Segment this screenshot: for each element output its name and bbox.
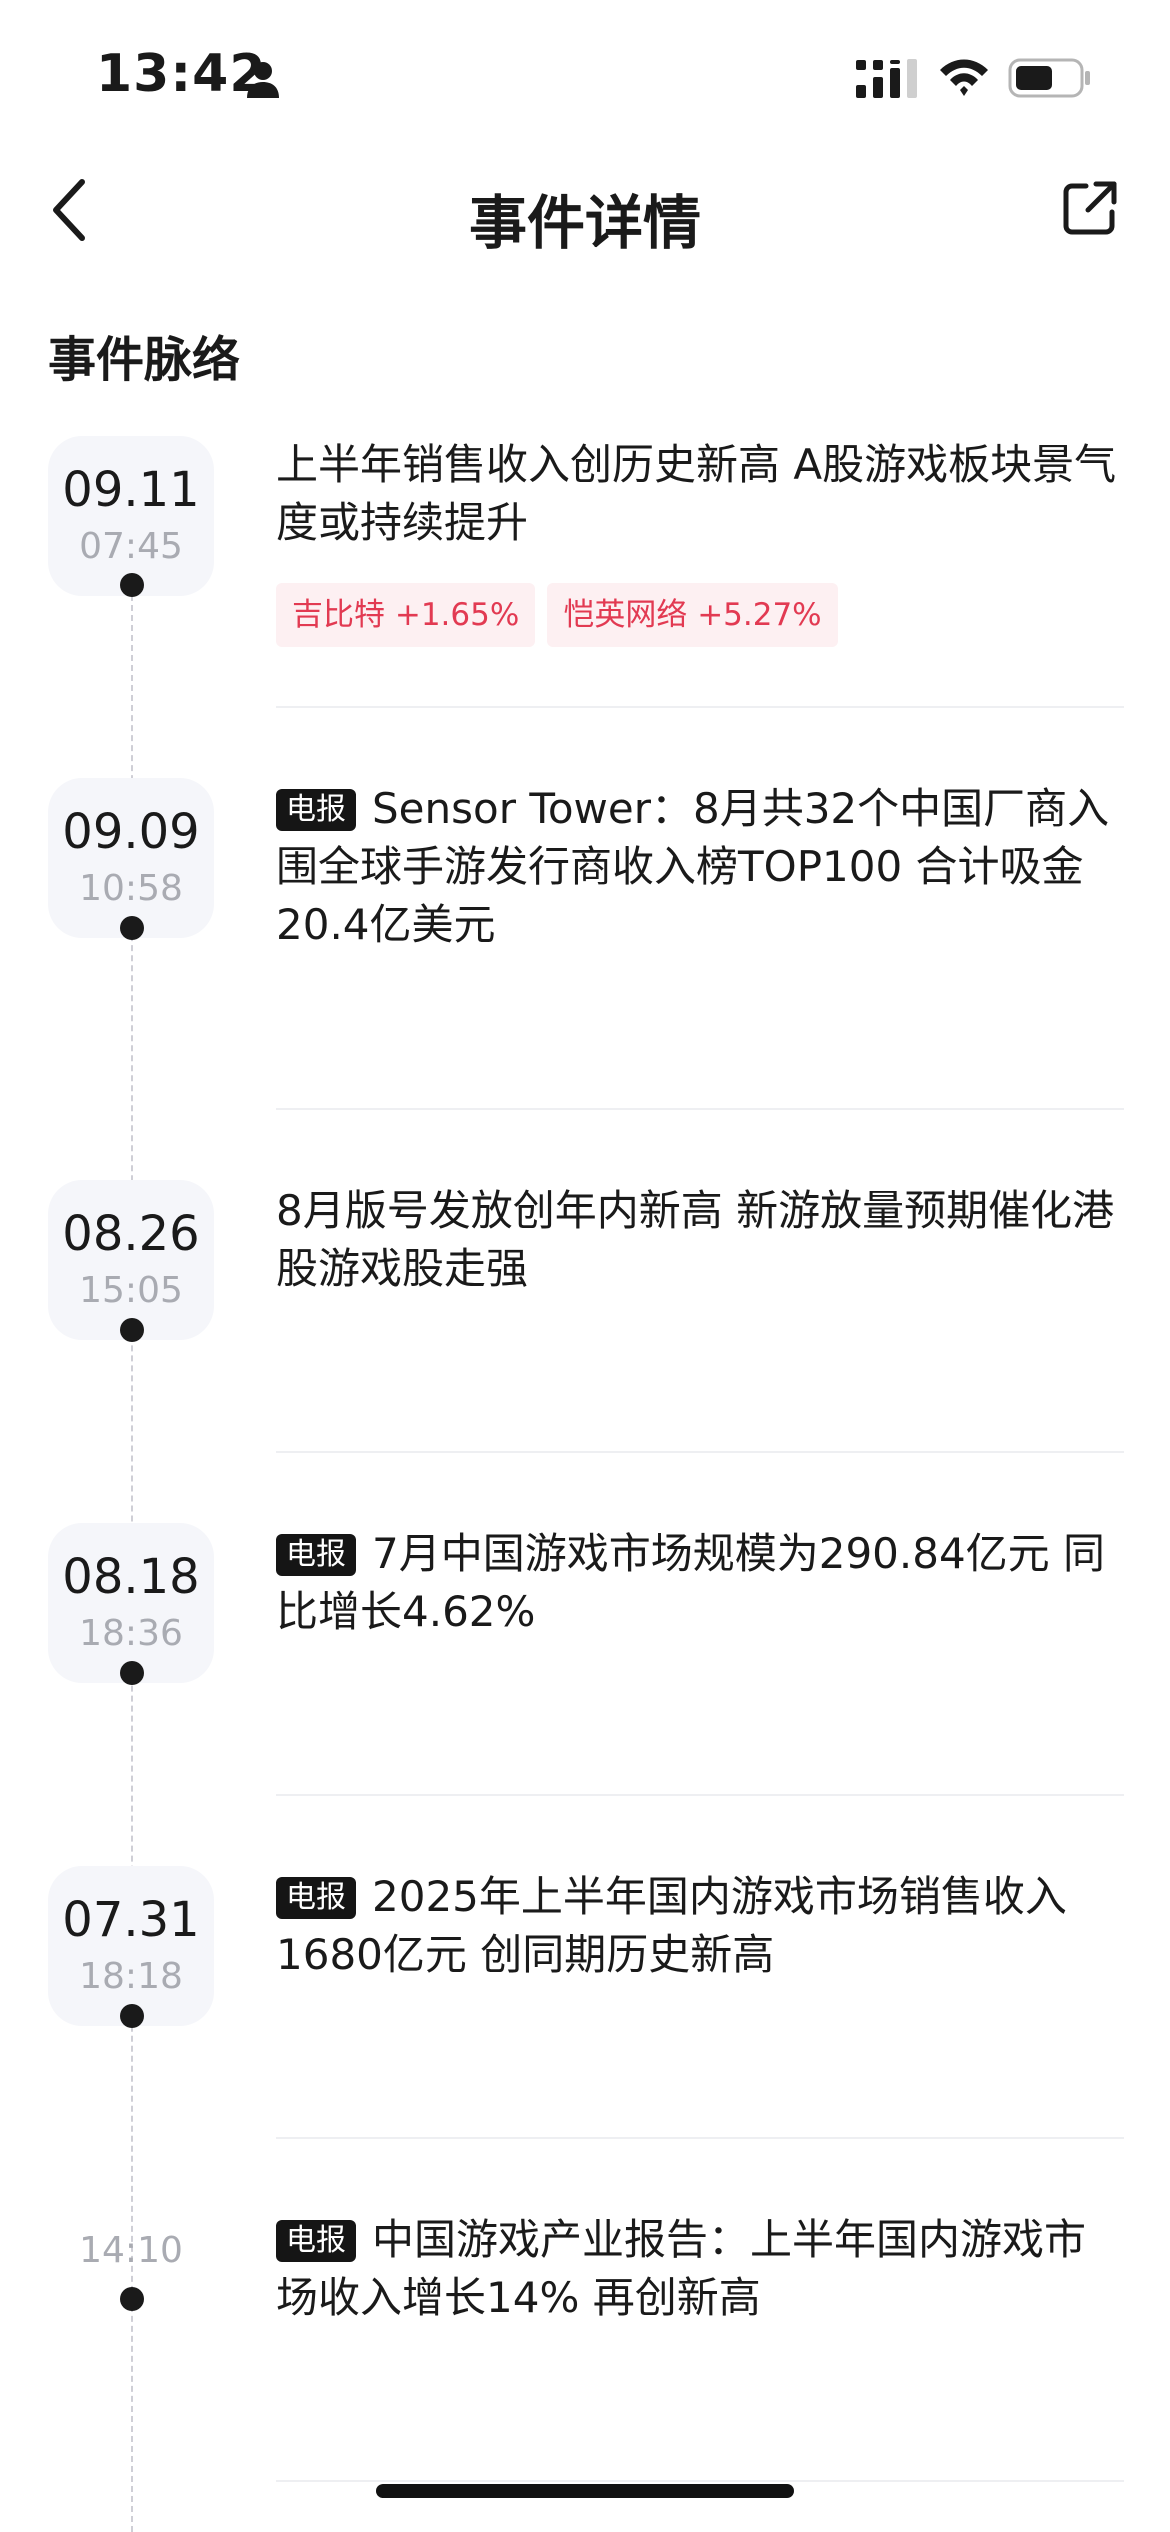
event-text: 7月中国游戏市场规模为290.84亿元 同比增长4.62% bbox=[276, 1529, 1106, 1636]
event-date: 07.31 bbox=[62, 1892, 200, 1948]
date-card: 08.26 15:05 bbox=[48, 1180, 214, 1340]
stock-tag[interactable]: 吉比特 +1.65% bbox=[276, 583, 536, 647]
status-time: 13:42 bbox=[96, 44, 267, 104]
stock-tags: 吉比特 +1.65% 恺英网络 +5.27% bbox=[276, 583, 838, 647]
telegraph-badge: 电报 bbox=[276, 1877, 356, 1919]
date-card: 09.11 07:45 bbox=[48, 436, 214, 596]
telegraph-badge: 电报 bbox=[276, 789, 356, 831]
divider bbox=[276, 1108, 1124, 1110]
date-card: 09.09 10:58 bbox=[48, 778, 214, 938]
divider bbox=[276, 1451, 1124, 1453]
home-indicator[interactable] bbox=[376, 2484, 794, 2498]
event-text: 中国游戏产业报告：上半年国内游戏市场收入增长14% 再创新高 bbox=[276, 2215, 1087, 2322]
nav-bar: 事件详情 bbox=[0, 150, 1170, 270]
event-time: 07:45 bbox=[79, 526, 183, 567]
timeline-dot bbox=[120, 573, 144, 597]
signal-icon bbox=[856, 59, 917, 98]
page-title: 事件详情 bbox=[468, 189, 701, 257]
stock-name: 吉比特 bbox=[292, 597, 385, 633]
back-chevron-icon[interactable] bbox=[48, 176, 90, 244]
divider bbox=[276, 2480, 1124, 2482]
share-icon[interactable] bbox=[1060, 178, 1120, 238]
event-headline[interactable]: 8月版号发放创年内新高 新游放量预期催化港股游戏股走强 bbox=[276, 1182, 1126, 1298]
event-date: 08.26 bbox=[62, 1206, 200, 1262]
divider bbox=[276, 1794, 1124, 1796]
telegraph-badge: 电报 bbox=[276, 1534, 356, 1576]
event-text: 2025年上半年国内游戏市场销售收入1680亿元 创同期历史新高 bbox=[276, 1872, 1067, 1979]
section-title: 事件脉络 bbox=[48, 332, 241, 388]
event-text: Sensor Tower：8月共32个中国厂商入围全球手游发行商收入榜TOP10… bbox=[276, 784, 1110, 949]
event-headline[interactable]: 上半年销售收入创历史新高 A股游戏板块景气度或持续提升 bbox=[276, 436, 1126, 552]
event-time: 18:18 bbox=[79, 1956, 183, 1997]
status-bar: 13:42 bbox=[0, 0, 1170, 150]
divider bbox=[276, 2137, 1124, 2139]
timeline-dot bbox=[120, 1318, 144, 1342]
stock-change: +5.27% bbox=[697, 597, 822, 633]
event-text: 8月版号发放创年内新高 新游放量预期催化港股游戏股走强 bbox=[276, 1186, 1115, 1293]
stock-tag[interactable]: 恺英网络 +5.27% bbox=[547, 583, 838, 647]
timeline-dot bbox=[120, 916, 144, 940]
date-card: 07.31 18:18 bbox=[48, 1866, 214, 2026]
stock-change: +1.65% bbox=[394, 597, 520, 633]
event-time: 15:05 bbox=[79, 1270, 183, 1311]
divider bbox=[276, 706, 1124, 708]
event-time: 10:58 bbox=[79, 868, 183, 909]
event-date: 09.11 bbox=[62, 462, 200, 518]
date-card: 08.18 18:36 bbox=[48, 1523, 214, 1683]
person-icon bbox=[247, 62, 279, 98]
timeline-dot bbox=[120, 1661, 144, 1685]
event-text: 上半年销售收入创历史新高 A股游戏板块景气度或持续提升 bbox=[276, 440, 1117, 547]
event-time: 14:10 bbox=[79, 2230, 183, 2271]
timeline-dot bbox=[120, 2287, 144, 2311]
event-date: 09.09 bbox=[62, 804, 200, 860]
battery-icon bbox=[1008, 58, 1090, 98]
event-headline[interactable]: 电报中国游戏产业报告：上半年国内游戏市场收入增长14% 再创新高 bbox=[276, 2211, 1126, 2327]
telegraph-badge: 电报 bbox=[276, 2220, 356, 2262]
event-date: 08.18 bbox=[62, 1549, 200, 1605]
wifi-icon bbox=[940, 59, 988, 96]
timeline-dot bbox=[120, 2004, 144, 2028]
event-time: 18:36 bbox=[79, 1613, 183, 1654]
stock-name: 恺英网络 bbox=[563, 597, 688, 633]
